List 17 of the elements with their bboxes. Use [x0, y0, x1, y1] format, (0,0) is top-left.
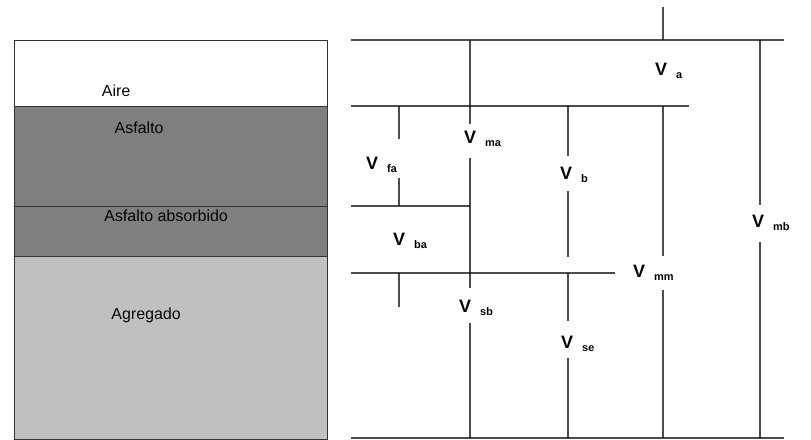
layer-band	[14, 40, 328, 107]
layer-band	[14, 206, 328, 257]
volume-symbol: V $_{mm}$	[633, 262, 674, 280]
layer-label: Asfalto	[114, 119, 164, 139]
volume-symbol: V $_{fa}$	[366, 154, 397, 172]
volume-symbol: V $_{b}$	[560, 164, 588, 182]
layer-label: Aire	[102, 82, 130, 102]
layer-band	[14, 256, 328, 440]
layer-band	[14, 106, 328, 207]
volume-symbol: V $_{ma}$	[464, 128, 501, 146]
volume-symbol: V $_{mb}$	[752, 212, 790, 230]
layer-label: Agregado	[111, 305, 181, 325]
volume-symbol: V $_{sb}$	[459, 297, 493, 315]
layer-label: Asfalto absorbido	[104, 207, 228, 227]
volume-symbol: V $_{a}$	[655, 60, 682, 78]
volume-symbol: V $_{se}$	[561, 333, 594, 351]
volume-symbol: V $_{ba}$	[393, 230, 427, 248]
